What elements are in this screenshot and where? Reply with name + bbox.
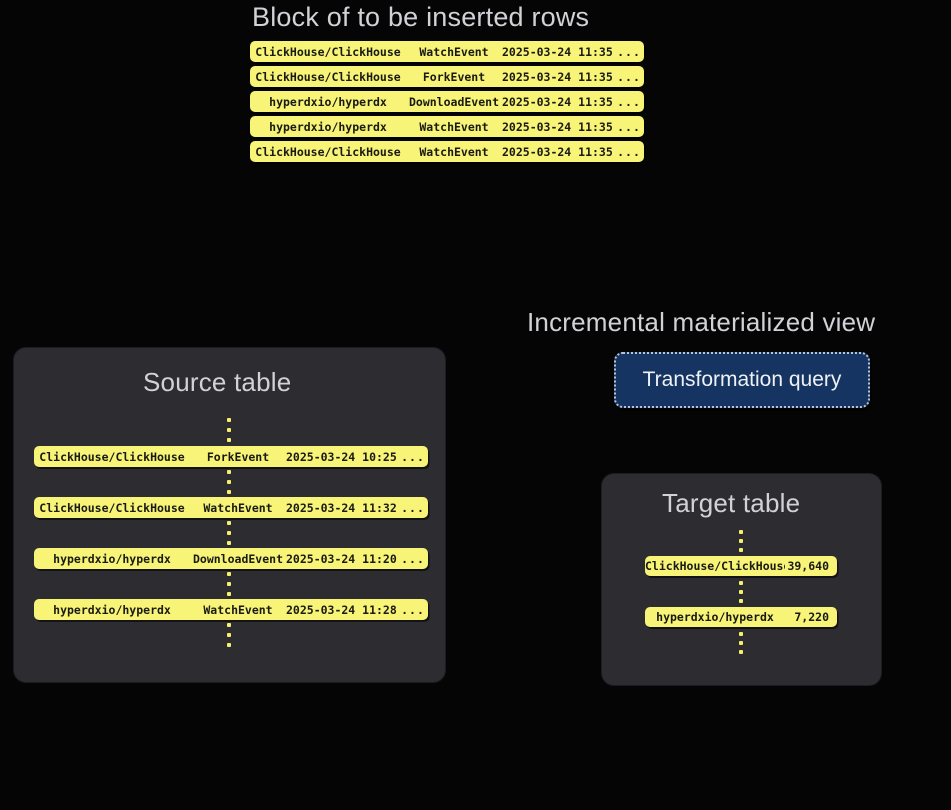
row-repo: hyperdxio/hyperdx (269, 119, 387, 134)
row-repo: ClickHouse/ClickHouse (255, 144, 401, 159)
vertical-ellipsis-icon (227, 418, 231, 442)
target-table-title: Target table (662, 488, 801, 518)
row-more: ... (401, 551, 425, 566)
row-more: ... (617, 94, 641, 109)
row-more: ... (401, 500, 425, 515)
source-table-row: hyperdxio/hyperdx WatchEvent 2025-03-24 … (34, 599, 428, 620)
vertical-ellipsis-icon (739, 632, 743, 654)
row-event: WatchEvent (203, 500, 273, 515)
row-more: ... (617, 69, 641, 84)
row-repo: ClickHouse/ClickHouse (39, 500, 185, 515)
row-timestamp: 2025-03-24 11:35:40 (502, 44, 614, 59)
row-timestamp: 2025-03-24 10:25:00 (286, 449, 398, 464)
source-table-row: hyperdxio/hyperdx DownloadEvent 2025-03-… (34, 548, 428, 569)
row-timestamp: 2025-03-24 11:28:32 (286, 602, 398, 617)
row-more: ... (401, 449, 425, 464)
vertical-ellipsis-icon (739, 581, 743, 603)
target-table-row: hyperdxio/hyperdx 7,220 (645, 607, 837, 627)
block-row: ClickHouse/ClickHouse ForkEvent 2025-03-… (250, 66, 644, 87)
vertical-ellipsis-icon (227, 572, 231, 596)
row-repo: ClickHouse/ClickHouse (645, 559, 785, 573)
block-row: ClickHouse/ClickHouse WatchEvent 2025-03… (250, 141, 644, 162)
transformation-query-box[interactable]: Transformation query (614, 352, 870, 408)
row-event: WatchEvent (419, 44, 489, 59)
vertical-ellipsis-icon (739, 530, 743, 552)
source-table-title: Source table (143, 367, 292, 397)
block-row: ClickHouse/ClickHouse WatchEvent 2025-03… (250, 41, 644, 62)
row-repo: hyperdxio/hyperdx (269, 94, 387, 109)
row-event: DownloadEvent (408, 94, 499, 109)
block-row: hyperdxio/hyperdx WatchEvent 2025-03-24 … (250, 116, 644, 137)
vertical-ellipsis-icon (227, 470, 231, 494)
row-repo: hyperdxio/hyperdx (656, 610, 774, 624)
row-event: ForkEvent (422, 69, 486, 84)
target-table-row: ClickHouse/ClickHouse 39,640 (645, 556, 837, 576)
row-timestamp: 2025-03-24 11:35:52 (502, 119, 614, 134)
block-of-inserted-rows-title: Block of to be inserted rows (252, 2, 590, 32)
row-timestamp: 2025-03-24 11:35:54 (502, 144, 614, 159)
row-event: WatchEvent (419, 144, 489, 159)
transformation-query-label: Transformation query (642, 368, 842, 391)
row-repo: ClickHouse/ClickHouse (255, 44, 401, 59)
row-more: ... (617, 44, 641, 59)
source-table-row: ClickHouse/ClickHouse ForkEvent 2025-03-… (34, 446, 428, 467)
row-timestamp: 2025-03-24 11:32:54 (286, 500, 398, 515)
row-more: ... (617, 119, 641, 134)
row-repo: ClickHouse/ClickHouse (255, 69, 401, 84)
row-event: WatchEvent (419, 119, 489, 134)
source-table-row: ClickHouse/ClickHouse WatchEvent 2025-03… (34, 497, 428, 518)
target-table-panel (602, 474, 881, 685)
vertical-ellipsis-icon (227, 521, 231, 545)
row-event: WatchEvent (203, 602, 273, 617)
row-repo: hyperdxio/hyperdx (53, 602, 171, 617)
row-repo: hyperdxio/hyperdx (53, 551, 171, 566)
vertical-ellipsis-icon (227, 623, 231, 647)
row-repo: ClickHouse/ClickHouse (39, 449, 185, 464)
row-count: 39,640 (787, 559, 829, 573)
row-count: 7,220 (794, 610, 829, 624)
row-more: ... (401, 602, 425, 617)
row-timestamp: 2025-03-24 11:20:12 (286, 551, 398, 566)
block-row: hyperdxio/hyperdx DownloadEvent 2025-03-… (250, 91, 644, 112)
row-timestamp: 2025-03-24 11:35:48 (502, 94, 614, 109)
row-event: ForkEvent (206, 449, 270, 464)
row-more: ... (617, 144, 641, 159)
row-timestamp: 2025-03-24 11:35:44 (502, 69, 614, 84)
incremental-materialized-view-title: Incremental materialized view (527, 307, 876, 337)
row-event: DownloadEvent (192, 551, 283, 566)
